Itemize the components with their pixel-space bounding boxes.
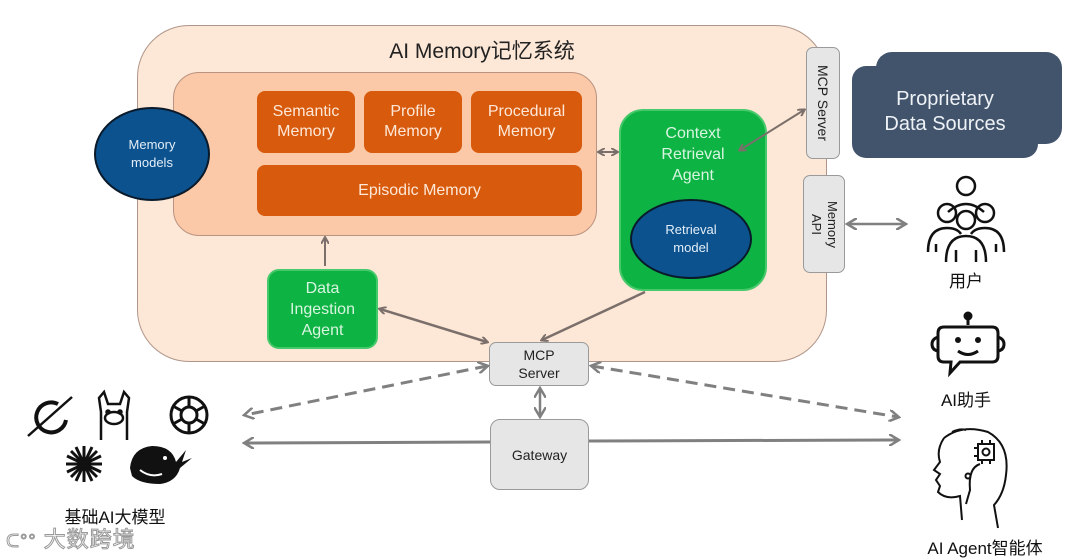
arrow-context-agent-to-mcp (542, 290, 646, 340)
arrow-ingestion-to-mcp (380, 309, 487, 342)
ai-agent-head-icon (932, 428, 1008, 529)
memory-models-node[interactable]: Memory models (94, 107, 210, 201)
gateway-node[interactable]: Gateway (490, 419, 589, 490)
data-ingestion-agent-node[interactable]: Data Ingestion Agent (267, 269, 378, 349)
deepseek-icon (130, 446, 192, 484)
retrieval-model-node[interactable]: Retrieval model (630, 199, 752, 279)
arrow-gateway-to-models (245, 442, 491, 443)
data-ingestion-agent-label: Data Ingestion Agent (290, 279, 355, 339)
mcp-server-side-label: MCP Server (815, 65, 831, 141)
llama-icon (97, 389, 131, 440)
context-retrieval-agent-label: Context Retrieval Agent (661, 125, 725, 184)
episodic-memory-label: Episodic Memory (358, 181, 481, 199)
ai-agent-label: AI Agent智能体 (927, 539, 1043, 558)
gateway-label: Gateway (511, 446, 568, 463)
robot-assistant-icon (930, 311, 1006, 378)
mcp-server-bottom-label: MCP Server (518, 347, 560, 381)
semantic-memory-label: Semantic Memory (272, 103, 340, 140)
procedural-memory-label: Procedural Memory (487, 103, 566, 140)
episodic-memory-block[interactable]: Episodic Memory (257, 165, 582, 216)
arrow-context-agent-to-mcp-side (740, 110, 804, 150)
memory-api-node[interactable]: Memory API (803, 175, 845, 273)
grok-icon (27, 396, 73, 437)
mcp-server-side-node[interactable]: MCP Server (806, 47, 840, 159)
retrieval-model-label: Retrieval model (665, 222, 717, 255)
dashed-arrow-mcp-to-agents (592, 366, 898, 417)
profile-memory-block[interactable]: Profile Memory (364, 91, 462, 153)
procedural-memory-block[interactable]: Procedural Memory (471, 91, 582, 153)
dashed-arrow-mcp-to-models (245, 366, 487, 415)
proprietary-data-sources-node[interactable]: Proprietary Data Sources (852, 66, 1038, 158)
mcp-server-bottom-node[interactable]: MCP Server (489, 342, 589, 386)
semantic-memory-block[interactable]: Semantic Memory (257, 91, 355, 153)
ai-assistant-label: AI助手 (940, 391, 992, 410)
diagram-title: AI Memory记忆系统 (389, 40, 575, 63)
profile-memory-label: Profile Memory (384, 103, 442, 140)
users-label: 用户 (949, 272, 983, 291)
arrow-gateway-to-agents (588, 440, 898, 441)
openai-icon (169, 395, 209, 435)
users-icon (926, 175, 1006, 263)
claude-icon (66, 446, 102, 482)
memory-api-label: Memory API (809, 200, 840, 248)
watermark-text: 大数跨境 (43, 527, 136, 553)
watermark: ᑕ°° 大数跨境 (6, 522, 136, 554)
memory-models-label: Memory models (128, 137, 176, 170)
foundation-models-label: 基础AI大模型 (64, 508, 166, 527)
proprietary-data-sources-label: Proprietary Data Sources (884, 88, 1006, 135)
watermark-logo-icon: ᑕ°° (6, 531, 37, 552)
